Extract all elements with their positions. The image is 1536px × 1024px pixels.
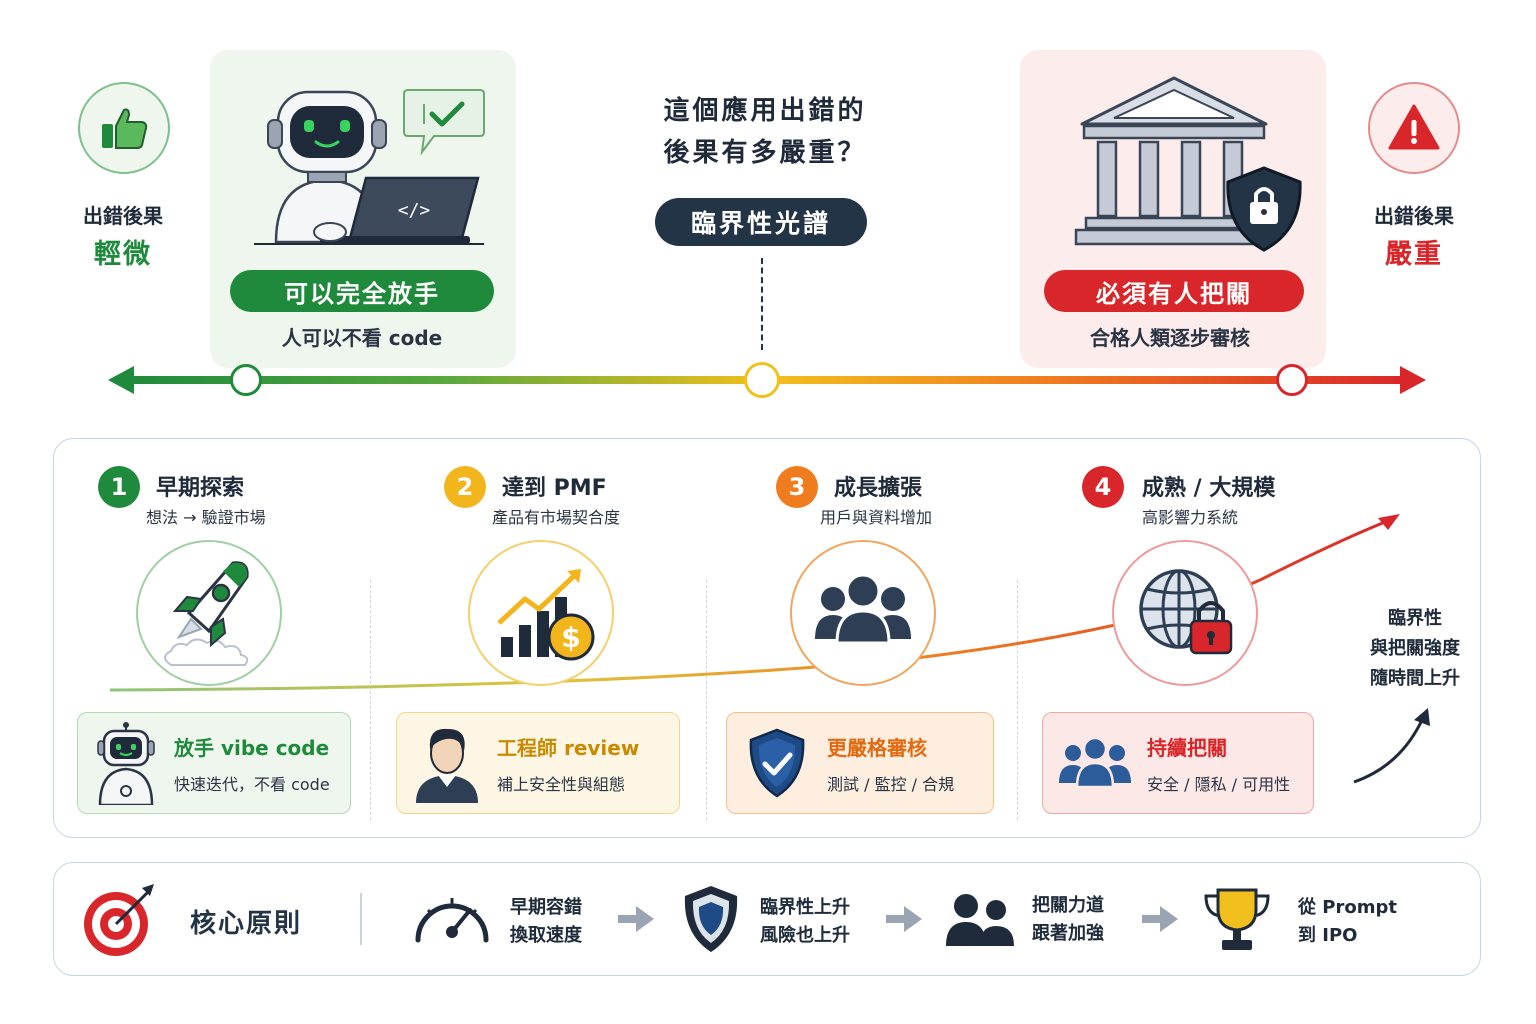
stage-4-title: 成熟 / 大規模 [1142, 476, 1276, 501]
stage-divider [706, 580, 707, 820]
stage-2-card-title: 工程師 review [497, 735, 640, 760]
growth-chart-icon: $ [468, 540, 614, 686]
stage-1-card-title: 放手 vibe code [174, 735, 330, 760]
trophy-icon [1202, 884, 1272, 958]
shield-check-icon [727, 728, 827, 798]
core-principle-title: 核心原則 [190, 909, 303, 939]
stage-2-card-subtitle: 補上安全性與組態 [497, 774, 626, 794]
stage-3-title: 成長擴張 [834, 476, 923, 501]
thumbs-up-icon [78, 82, 170, 174]
principle-2-text: 臨界性上升 風險也上升 [760, 894, 850, 950]
side-note-line-1: 臨界性 [1388, 608, 1442, 629]
principle-arrow-icon [1142, 906, 1178, 932]
principle-1-text: 早期容錯 換取速度 [510, 894, 582, 950]
principle-3-line-2: 跟著加強 [1032, 923, 1104, 944]
rocket-icon [136, 540, 282, 686]
question-line-2: 後果有多嚴重？ [663, 138, 867, 168]
stage-1-number: 1 [98, 466, 140, 508]
criticality-rise-note: 臨界性 與把關強度 隨時間上升 [1340, 604, 1490, 694]
question-line-1: 這個應用出錯的 [663, 96, 867, 126]
stage-divider [1017, 580, 1018, 820]
side-note-line-2: 與把關強度 [1370, 638, 1460, 659]
spectrum-pointer-line [761, 258, 763, 350]
stage-3-subtitle: 用戶與資料增加 [820, 508, 933, 527]
shield-icon [682, 884, 740, 958]
stage-1-card: 放手 vibe code 快速迭代，不看 code [77, 712, 351, 814]
principle-2-line-2: 風險也上升 [760, 925, 850, 946]
target-icon [82, 882, 158, 962]
globe-lock-icon [1112, 540, 1258, 686]
right-panel-subtitle: 合格人類逐步審核 [1090, 326, 1250, 350]
principle-3-text: 把關力道 跟著加強 [1032, 892, 1104, 948]
principle-arrow-icon [886, 906, 922, 932]
spectrum-marker-high [1276, 364, 1308, 396]
principle-arrow-icon [618, 906, 654, 932]
engineer-icon [397, 723, 497, 803]
speedometer-icon [412, 884, 492, 952]
principle-4-text: 從 Prompt 到 IPO [1298, 894, 1397, 950]
svg-text:$: $ [561, 621, 580, 654]
robot-laptop-icon: </> [248, 86, 488, 250]
stage-4-card-subtitle: 安全 / 隱私 / 可用性 [1147, 774, 1291, 794]
stage-divider [370, 580, 371, 820]
right-end-level: 嚴重 [1385, 239, 1443, 270]
left-end-level: 輕微 [94, 239, 152, 270]
stage-3-card: 更嚴格審核 測試 / 監控 / 合規 [726, 712, 994, 814]
svg-text:</>: </> [398, 200, 431, 221]
left-panel-pill: 可以完全放手 [230, 270, 494, 312]
right-panel-pill: 必須有人把關 [1044, 270, 1304, 312]
principle-3-line-1: 把關力道 [1032, 895, 1104, 916]
principle-2-line-1: 臨界性上升 [760, 897, 850, 918]
stage-1-card-subtitle: 快速迭代，不看 code [174, 774, 330, 794]
rising-arrow-icon [1353, 708, 1430, 784]
stage-3-number: 3 [776, 466, 818, 508]
stage-4-card: 持續把關 安全 / 隱私 / 可用性 [1042, 712, 1314, 814]
stage-4-subtitle: 高影響力系統 [1142, 508, 1239, 527]
stage-2-title: 達到 PMF [502, 476, 607, 501]
stage-4-number: 4 [1082, 466, 1124, 508]
warning-icon [1368, 82, 1460, 174]
people-icon [944, 890, 1016, 952]
principle-1-line-2: 換取速度 [510, 925, 582, 946]
stage-4-card-title: 持續把關 [1147, 735, 1227, 760]
spectrum-label: 臨界性光譜 [655, 198, 867, 246]
users-icon [790, 540, 936, 686]
criticality-question: 這個應用出錯的 後果有多嚴重？ [600, 90, 930, 174]
principle-4-line-1: 從 Prompt [1298, 897, 1397, 918]
stage-2-card: 工程師 review 補上安全性與組態 [396, 712, 680, 814]
stage-3-card-title: 更嚴格審核 [827, 735, 927, 760]
spectrum-marker-mid [744, 362, 780, 398]
spectrum-marker-low [230, 364, 262, 396]
right-end-caption: 出錯後果 [1374, 204, 1454, 228]
stage-3-card-subtitle: 測試 / 監控 / 合規 [827, 774, 955, 794]
stage-2-number: 2 [444, 466, 486, 508]
principle-1-line-1: 早期容錯 [510, 897, 582, 918]
stage-2-subtitle: 產品有市場契合度 [492, 508, 621, 527]
left-end-caption: 出錯後果 [83, 204, 163, 228]
stage-1-subtitle: 想法 → 驗證市場 [146, 508, 266, 527]
bank-shield-icon [1074, 72, 1310, 262]
side-note-line-3: 隨時間上升 [1370, 668, 1460, 689]
left-panel-subtitle: 人可以不看 code [281, 326, 443, 350]
robot-icon [78, 721, 174, 805]
principle-separator [360, 893, 362, 945]
principle-4-line-2: 到 IPO [1298, 925, 1358, 946]
stage-1-title: 早期探索 [156, 476, 245, 501]
team-icon [1043, 735, 1147, 791]
growth-curve [109, 514, 1400, 692]
